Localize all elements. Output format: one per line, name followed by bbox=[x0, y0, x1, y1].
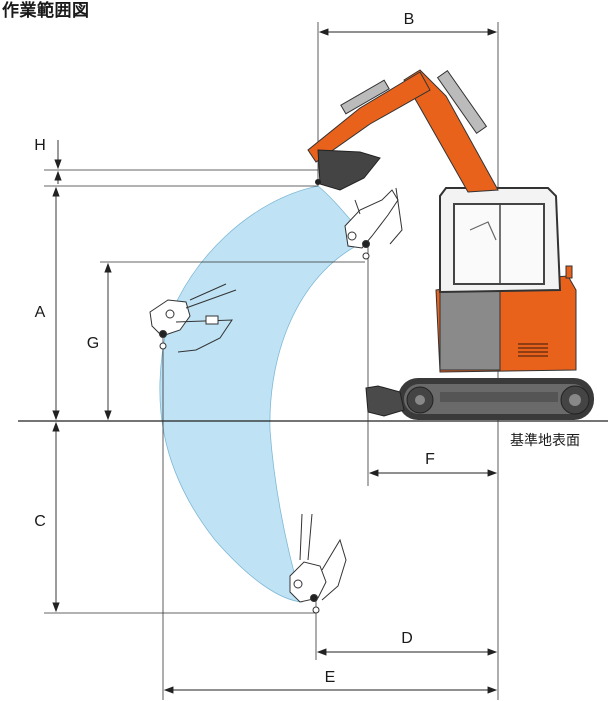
excavator-blade bbox=[365, 385, 405, 417]
dimension-label-a: A bbox=[35, 304, 46, 321]
bucket-position-upper bbox=[344, 187, 403, 260]
ground-surface-label: 基準地表面 bbox=[510, 432, 580, 449]
dimension-label-d: D bbox=[401, 630, 413, 647]
excavator bbox=[307, 69, 594, 420]
bucket-position-bottom bbox=[289, 513, 347, 614]
dimension-label-g: G bbox=[87, 335, 99, 352]
engine-vent bbox=[518, 343, 548, 357]
working-area-region bbox=[159, 185, 369, 603]
dimension-label-b: B bbox=[404, 11, 415, 28]
excavator-cab bbox=[439, 187, 562, 294]
excavator-bucket bbox=[317, 149, 381, 191]
bucket-positions bbox=[149, 187, 403, 614]
dimension-label-c: C bbox=[34, 513, 46, 530]
dimension-label-e: E bbox=[325, 669, 336, 686]
bucket-position-middle bbox=[149, 283, 237, 353]
dimension-label-f: F bbox=[425, 451, 435, 468]
dimension-label-h: H bbox=[34, 137, 46, 154]
dimension-arrows bbox=[52, 28, 498, 694]
excavator-arm bbox=[307, 71, 431, 163]
excavator-boom bbox=[403, 69, 499, 193]
diagram-title: 作業範囲図 bbox=[2, 1, 90, 21]
excavator-track bbox=[398, 378, 594, 420]
